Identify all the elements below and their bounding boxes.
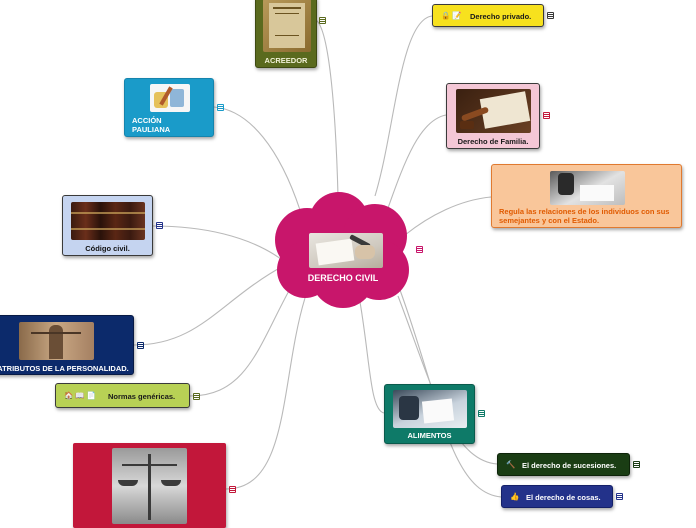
derecho-privado-icons: 🔒 📝 bbox=[441, 11, 462, 20]
balanza-note-icon[interactable] bbox=[229, 486, 236, 493]
cosas-icon: 👍 bbox=[510, 492, 520, 501]
normas-icons: 🏠 📖 📄 bbox=[64, 391, 97, 400]
cosas-label: El derecho de cosas. bbox=[526, 493, 601, 502]
topic-derecho-sucesiones[interactable]: 🔨 El derecho de sucesiones. bbox=[497, 453, 630, 476]
atributos-note-icon[interactable] bbox=[137, 342, 144, 349]
codigo-civil-label: Código civil. bbox=[85, 244, 130, 253]
topic-balanza-justicia[interactable] bbox=[73, 443, 226, 528]
alimentos-note-icon[interactable] bbox=[478, 410, 485, 417]
central-image bbox=[309, 233, 383, 268]
testament-image bbox=[456, 89, 531, 133]
topic-derecho-privado[interactable]: 🔒 📝 Derecho privado. bbox=[432, 4, 544, 27]
derecho-privado-label: Derecho privado. bbox=[470, 12, 532, 21]
normas-label: Normas genéricas. bbox=[108, 392, 176, 401]
alimentos-label: ALIMENTOS bbox=[407, 431, 452, 440]
regula-label: Regula las relaciones de los individuos … bbox=[499, 207, 670, 225]
derecho-familia-label: Derecho de Familia. bbox=[457, 137, 529, 146]
acreedor-book-image bbox=[263, 0, 311, 52]
regula-image bbox=[550, 171, 625, 205]
sucesiones-label: El derecho de sucesiones. bbox=[522, 461, 617, 470]
topic-atributos-personalidad[interactable]: ATRIBUTOS DE LA PERSONALIDAD. bbox=[0, 315, 134, 375]
scales-of-justice-image bbox=[112, 448, 187, 524]
accion-pauliana-note-icon[interactable] bbox=[217, 104, 224, 111]
derecho-privado-note-icon[interactable] bbox=[547, 12, 554, 19]
acreedor-label: ACREEDOR bbox=[264, 56, 308, 65]
central-note-icon[interactable] bbox=[416, 246, 423, 253]
codigo-civil-books-image bbox=[71, 202, 145, 240]
topic-accion-pauliana[interactable]: ACCIÓN PAULIANA bbox=[124, 78, 214, 137]
alimentos-image bbox=[393, 390, 467, 428]
topic-derecho-cosas[interactable]: 👍 El derecho de cosas. bbox=[501, 485, 613, 508]
atributos-statue-image bbox=[19, 322, 94, 360]
atributos-label: ATRIBUTOS DE LA PERSONALIDAD. bbox=[0, 364, 129, 373]
cosas-note-icon[interactable] bbox=[616, 493, 623, 500]
normas-note-icon[interactable] bbox=[193, 393, 200, 400]
sucesiones-icon: 🔨 bbox=[506, 460, 516, 469]
topic-normas-genericas[interactable]: 🏠 📖 📄 Normas genéricas. bbox=[55, 383, 190, 408]
topic-codigo-civil[interactable]: Código civil. bbox=[62, 195, 153, 256]
topic-regula-relaciones[interactable]: Regula las relaciones de los individuos … bbox=[491, 164, 682, 228]
accion-pauliana-image bbox=[150, 84, 190, 112]
topic-acreedor[interactable]: ACREEDOR bbox=[255, 0, 317, 68]
codigo-civil-note-icon[interactable] bbox=[156, 222, 163, 229]
central-topic-label: DERECHO CIVIL bbox=[307, 273, 379, 283]
sucesiones-note-icon[interactable] bbox=[633, 461, 640, 468]
accion-pauliana-label: ACCIÓN PAULIANA bbox=[132, 116, 171, 134]
topic-alimentos[interactable]: ALIMENTOS bbox=[384, 384, 475, 444]
derecho-familia-note-icon[interactable] bbox=[543, 112, 550, 119]
acreedor-note-icon[interactable] bbox=[319, 17, 326, 24]
central-topic[interactable]: DERECHO CIVIL bbox=[271, 192, 415, 308]
topic-derecho-familia[interactable]: Derecho de Familia. bbox=[446, 83, 540, 149]
